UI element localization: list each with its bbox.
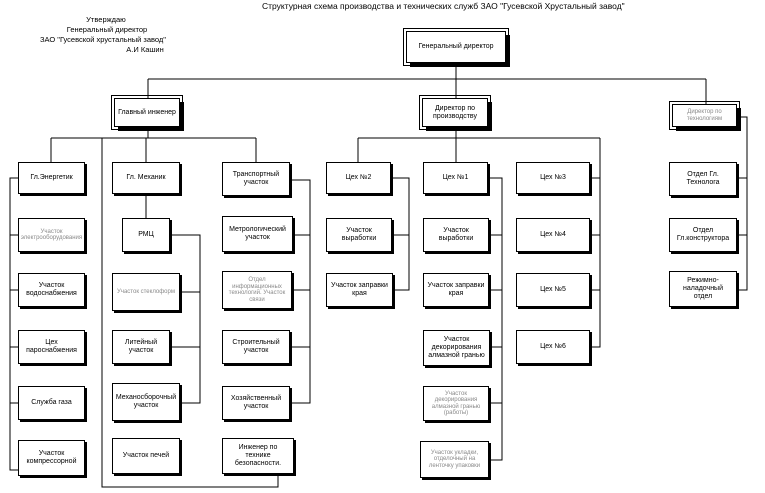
node-tseh-6: Цех №6 — [516, 330, 590, 364]
node-ingener-tb: Инженер по технике безопасности. — [222, 438, 294, 474]
node-gl-energetik: Гл.Энергетик — [18, 162, 85, 194]
node-tseh-2: Цех №2 — [326, 162, 391, 194]
node-tseh-4: Цех №4 — [516, 218, 590, 252]
approval-line-3: ЗАО "Гусевской хрустальный завод" — [40, 35, 166, 44]
approval-line-2: Генеральный директор — [66, 25, 148, 34]
node-uchastok-vyrabotki-1: Участок выработки — [423, 218, 489, 252]
node-rezhimno-naladochny: Режимно-наладочный отдел — [669, 271, 737, 307]
node-tseh-3: Цех №3 — [516, 162, 590, 194]
node-uchastok-vodo: Участок водоснабжения — [18, 273, 85, 307]
node-uchastok-zapravki-1: Участок заправки края — [423, 273, 489, 307]
node-sluzhba-gaza: Служба газа — [18, 386, 85, 420]
node-stroitel: Строительный участок — [222, 330, 290, 364]
node-metrolog: Метрологический участок — [222, 216, 293, 252]
node-tseh-5: Цех №5 — [516, 273, 590, 307]
node-gl-mehanik: Гл. Механик — [112, 162, 180, 194]
node-otdel-konstruktora: Отдел Гл.конструктора — [669, 218, 737, 252]
node-uchastok-kompr: Участок компрессорной — [18, 440, 85, 476]
node-uchastok-pechey: Участок печей — [112, 438, 180, 474]
node-uchastok-upakovki: Участок укладки, отделочный на ленточку … — [420, 441, 489, 478]
node-uchastok-steklo: Участок стеклоформ — [112, 273, 180, 311]
node-liteyny: Литейный участок — [112, 330, 170, 364]
node-mehsbor: Механосборочный участок — [112, 383, 180, 421]
node-hozyaystv: Хозяйственный участок — [222, 386, 290, 420]
node-otdel-inf: Отдел информационных технологий. Участок… — [222, 271, 292, 309]
node-tech-director: Директор по технологиям — [669, 101, 740, 130]
node-tseh-1: Цех №1 — [423, 162, 488, 194]
node-uchastok-dekor-alm: Участок декорирования алмазной гранью — [423, 330, 490, 366]
node-tseh-par: Цех пароснабжения — [18, 330, 85, 364]
node-uchastok-vyrabotki-2: Участок выработки — [326, 218, 392, 252]
node-transport: Транспортный участок — [222, 162, 290, 196]
node-uchastok-elektro: Участок электрооборудования — [18, 218, 85, 252]
node-uchastok-dekor-rab: Участок декорирования алмазной гранью (р… — [423, 386, 489, 421]
node-production-director: Директор по производству — [419, 95, 491, 130]
node-rmts: РМЦ — [122, 218, 170, 252]
node-general-director: Генеральный директор — [403, 28, 509, 66]
node-otdel-tehnologa: Отдел Гл. Технолога — [669, 162, 737, 196]
approval-line-1: Утверждаю — [86, 15, 126, 24]
node-uchastok-zapravki-2: Участок заправки края — [326, 273, 393, 307]
approval-line-4: А.И Кашин — [126, 45, 164, 54]
node-chief-engineer: Главный инженер — [111, 95, 183, 130]
chart-title: Структурная схема производства и техниче… — [262, 1, 625, 11]
